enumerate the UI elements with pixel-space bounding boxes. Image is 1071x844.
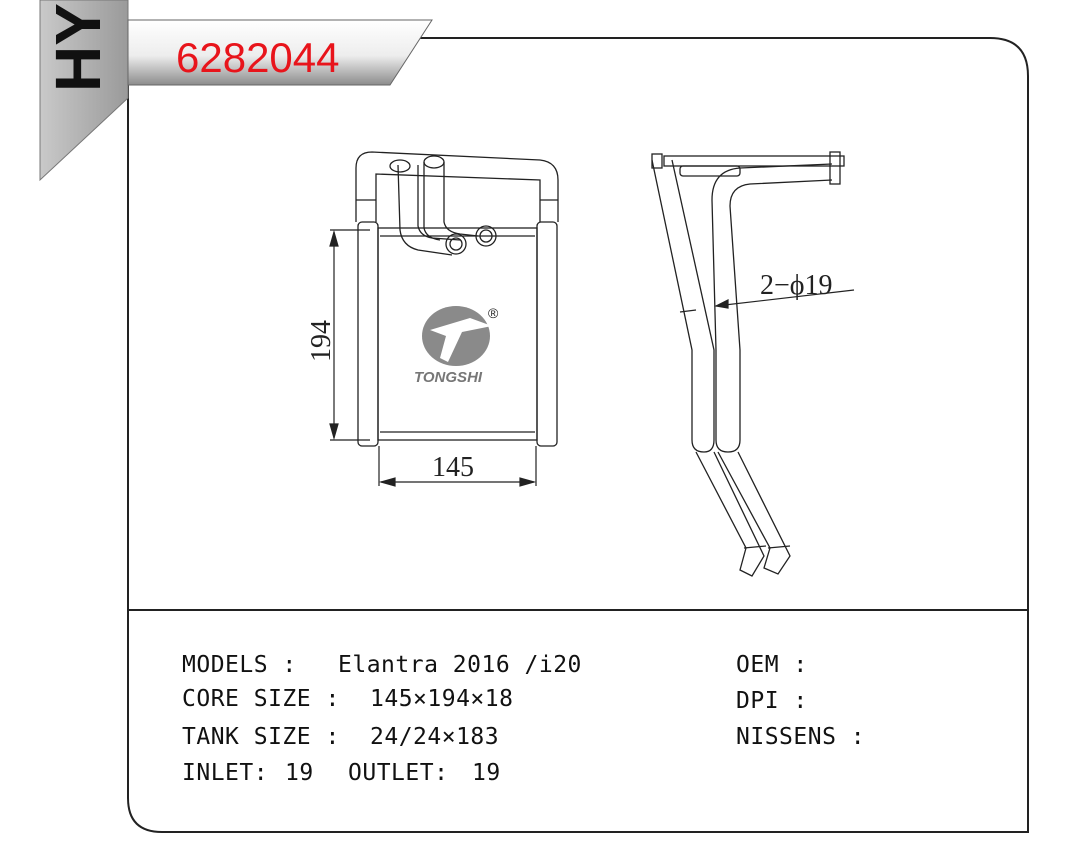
tube-diameter-label: 2−ϕ19 [760, 270, 833, 301]
inlet-label: INLET: [182, 760, 269, 786]
pipe-end-2 [475, 225, 497, 247]
brand-tab: HY [39, 0, 129, 182]
outlet-label: OUTLET: [348, 760, 449, 786]
outlet-pipe [397, 164, 453, 256]
core-size-value: 145×194×18 [370, 686, 514, 712]
oem-label: OEM : [736, 652, 808, 678]
nissens-label: NISSENS : [736, 724, 866, 750]
heater-core-side-view [651, 151, 845, 577]
height-dimension-label: 194 [306, 320, 337, 362]
heater-core-front-view [355, 151, 559, 447]
tank-size-label: TANK SIZE : [182, 724, 340, 750]
models-label: MODELS : [182, 652, 297, 678]
core-body [377, 227, 538, 441]
outlet-value: 19 [472, 760, 501, 786]
width-dimension-label: 145 [432, 452, 474, 483]
brand-tab-text: HY [42, 3, 114, 92]
width-dimension [378, 446, 537, 487]
right-tank [536, 221, 558, 447]
height-dimension [329, 229, 370, 441]
inlet-pipe [355, 151, 559, 222]
dpi-label: DPI : [736, 688, 808, 714]
pipe-end-1 [445, 233, 467, 255]
part-number: 6282044 [176, 34, 340, 81]
part-number-banner: 6282044 [127, 19, 433, 86]
core-size-label: CORE SIZE : [182, 686, 340, 712]
tube-diameter-callout [679, 289, 855, 313]
left-tank [357, 221, 379, 447]
models-value: Elantra 2016 /i20 [338, 652, 582, 678]
drawing-frame [127, 37, 1029, 833]
inlet-value: 19 [285, 760, 314, 786]
tongshi-logo: ® TONGSHI [414, 305, 499, 386]
tank-size-value: 24/24×183 [370, 724, 500, 750]
logo-registered-mark: ® [488, 305, 499, 321]
logo-name: TONGSHI [414, 369, 483, 386]
